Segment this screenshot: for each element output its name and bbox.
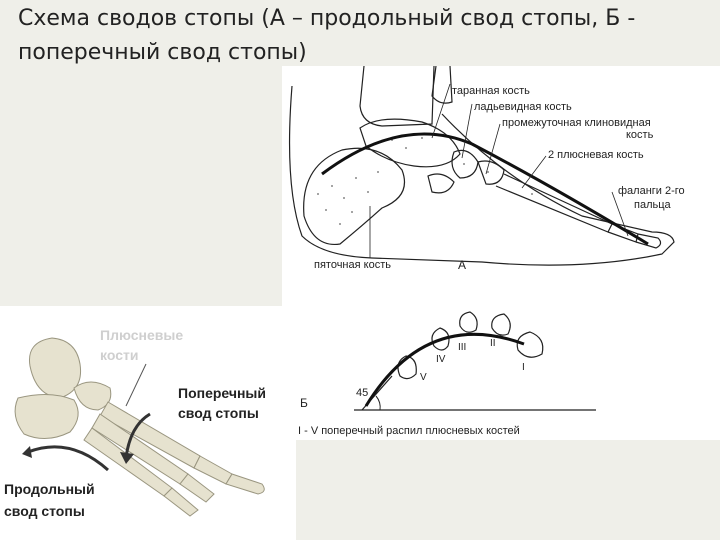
figure-letter-b: Б xyxy=(300,396,308,410)
longitudinal-arch-drawing: таранная кость ладьевидная кость промежу… xyxy=(288,66,685,272)
title-line-1: Схема сводов стопы (А – продольный свод … xyxy=(18,6,636,31)
longitudinal-arch-label-1: Продольный xyxy=(4,481,95,497)
calcaneus-bone xyxy=(28,337,82,399)
phalanges-label-1: фаланги 2-го xyxy=(618,185,685,197)
metatarsal-label-1: Плюсневые xyxy=(100,327,183,343)
tarsal-bone xyxy=(73,381,112,411)
metatarsal-label-2: кости xyxy=(100,347,138,363)
transverse-arch-line xyxy=(364,332,525,407)
foot-skeleton-drawing: Плюсневые кости Поперечный свод стопы Пр… xyxy=(4,327,266,519)
foot-outline xyxy=(288,85,675,266)
phalanx-bone-4 xyxy=(163,487,199,517)
numeral-iv: IV xyxy=(436,354,446,365)
metatarsal-label: 2 плюсневая кость xyxy=(548,149,644,161)
cuneiform-label-2: кость xyxy=(626,129,654,141)
navicular-outline xyxy=(451,149,479,179)
numeral-v: V xyxy=(420,372,427,383)
phalanx-bone-2 xyxy=(225,473,265,495)
navicular-label: ладьевидная кость xyxy=(474,101,572,113)
slide-title: Схема сводов стопы (А – продольный свод … xyxy=(18,2,708,70)
transverse-arrow-head xyxy=(120,452,134,464)
proximal-phalanx-outline xyxy=(607,223,639,243)
angle-value: 45 xyxy=(356,387,368,399)
transverse-arch-label-1: Поперечный xyxy=(178,385,266,401)
metatarsal-leader-line xyxy=(125,363,147,407)
longitudinal-arch-label-2: свод стопы xyxy=(4,503,85,519)
transverse-arch-drawing: Б 45 V IV III II I I - V поперечный расп… xyxy=(298,311,596,437)
distal-phalanx-outline xyxy=(635,233,662,249)
title-line-2: поперечный свод стопы) xyxy=(18,40,307,65)
numeral-iii: III xyxy=(458,342,466,353)
metatarsal-i-section xyxy=(516,331,544,358)
numeral-i: I xyxy=(522,362,525,373)
talus-label: таранная кость xyxy=(452,85,530,97)
cuboid-outline xyxy=(427,173,455,194)
numeral-ii: II xyxy=(490,338,496,349)
transverse-arch-label-2: свод стопы xyxy=(178,405,259,421)
cuneiform-label-1: промежуточная клиновидная xyxy=(502,117,651,129)
tibia-outline xyxy=(359,66,435,127)
metatarsal-iv-section xyxy=(431,327,450,351)
transverse-section-caption: I - V поперечный распил плюсневых костей xyxy=(298,425,520,437)
longitudinal-arrow-head xyxy=(22,446,32,458)
longitudinal-arch-figure: таранная кость ладьевидная кость промежу… xyxy=(282,66,720,306)
fibula-outline xyxy=(431,66,453,104)
metatarsal-outline xyxy=(495,173,613,233)
longitudinal-arch-arrow xyxy=(27,445,109,472)
transverse-arch-arrow xyxy=(124,412,151,459)
calcaneus-label: пяточная кость xyxy=(314,259,391,271)
longitudinal-arch-line xyxy=(321,132,649,246)
phalanx-bone-1 xyxy=(193,455,233,485)
heel-bone xyxy=(14,394,79,439)
angle-arc xyxy=(375,395,381,411)
foot-skeleton-figure: Плюсневые кости Поперечный свод стопы Пр… xyxy=(0,306,296,540)
metatarsal-iii-section xyxy=(459,311,478,333)
metatarsal-ii-section xyxy=(491,313,511,336)
phalanges-label-2: пальца xyxy=(634,199,672,211)
cuneiform-outline xyxy=(477,160,505,185)
calcaneus-outline xyxy=(303,147,406,246)
transverse-arch-figure: Б 45 V IV III II I I - V поперечный расп… xyxy=(296,306,720,440)
figure-letter-a: А xyxy=(458,258,466,272)
phalanx-bone-3 xyxy=(179,473,215,503)
talus-outline xyxy=(359,118,461,168)
